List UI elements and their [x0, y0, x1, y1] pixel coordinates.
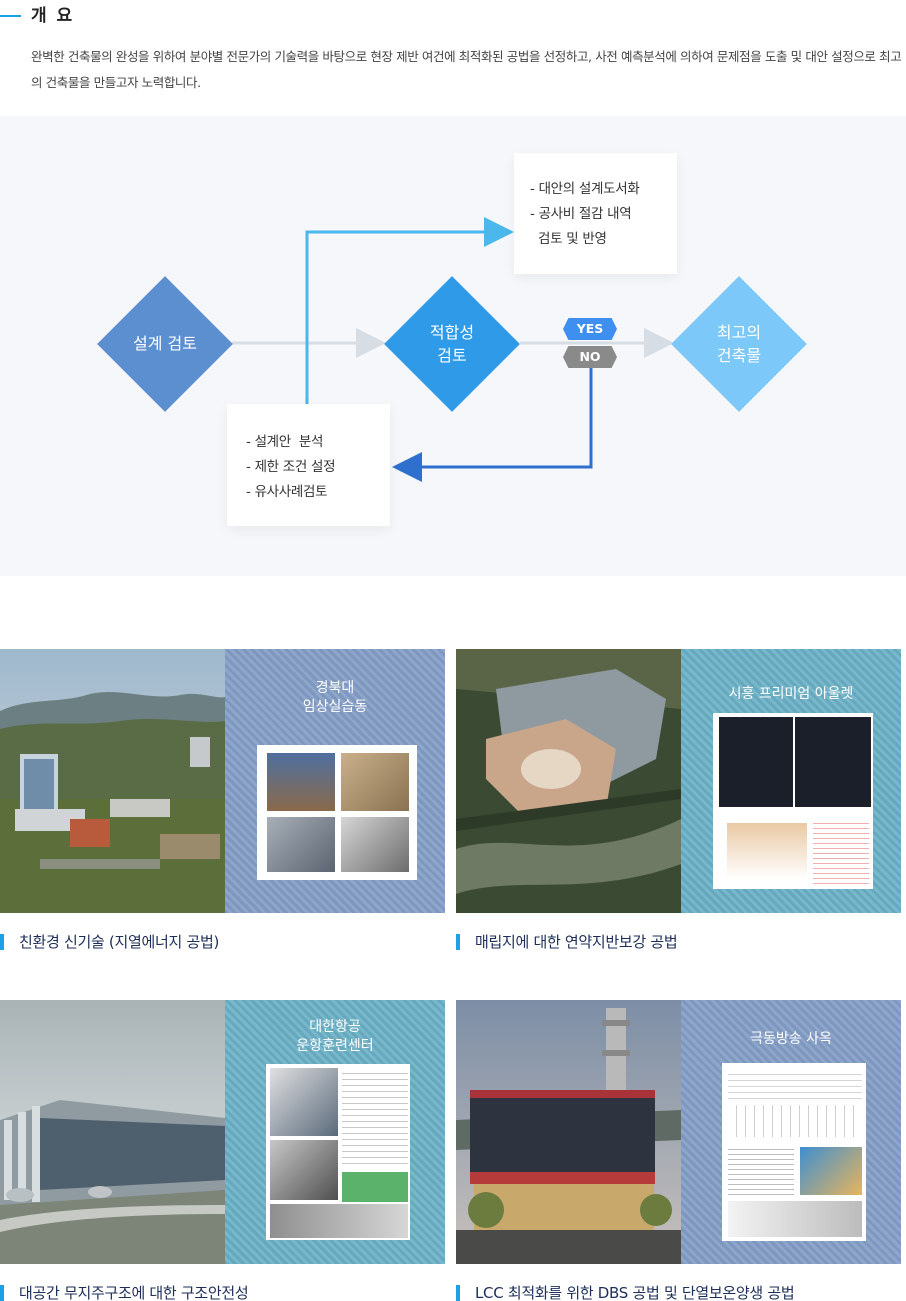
- best-building-label: 최고의 건축물: [669, 321, 809, 367]
- 3d-model-1: [270, 1068, 338, 1136]
- review-document: [342, 1068, 408, 1168]
- process-flow-diagram: - 대안의 설계도서화 - 공사비 절감 내역 검토 및 반영 - 설계안 분석…: [0, 116, 906, 576]
- broadcast-building-image: [456, 1000, 681, 1264]
- site-name-line-1: 대한항공: [309, 1019, 361, 1035]
- report-text: [728, 1145, 794, 1195]
- site-photo-3: [267, 817, 335, 872]
- hospital-campus-photo: [0, 649, 225, 913]
- cross-section-diagram: [727, 823, 807, 879]
- overview-header: 개 요: [0, 0, 906, 30]
- alternatives-box: - 대안의 설계도서화 - 공사비 절감 내역 검토 및 반영: [514, 153, 677, 274]
- yes-badge: YES: [563, 318, 617, 340]
- interior-photo: [270, 1204, 408, 1238]
- project-site-name: 극동방송 사옥: [681, 1030, 901, 1049]
- method-report-document: [722, 1063, 866, 1241]
- project-card-knu[interactable]: 경북대 임상실습동 친환경 신기술 (지열에너지 공법): [0, 649, 450, 955]
- project-card-siheung[interactable]: 시흥 프리미엄 아울렛 매립지에 대한 연약지반보강 공법: [456, 649, 906, 955]
- alternatives-line-2: - 공사비 절감 내역: [530, 206, 632, 222]
- best-building-line-1: 최고의: [716, 323, 762, 342]
- caption-text: 친환경 신기술 (지열에너지 공법): [19, 933, 220, 951]
- site-name-line-2: 운항훈련센터: [296, 1038, 374, 1054]
- calc-table: [813, 819, 869, 885]
- caption-marker: [456, 1285, 460, 1301]
- structural-analysis-collage: [266, 1064, 410, 1240]
- report-section-2: [728, 1105, 862, 1137]
- caption-marker: [456, 934, 460, 950]
- project-card-korean-air[interactable]: 대한항공 운항훈련센터 대공간 무지주구조에 대한 구조안전성: [0, 1000, 450, 1301]
- hospital-campus-image: [0, 649, 225, 913]
- fitness-review-label: 적합성 검토: [382, 321, 522, 367]
- broadcast-building-photo: [456, 1000, 681, 1264]
- fitness-review-line-2: 검토: [437, 346, 467, 365]
- analysis-line-2: - 제한 조건 설정: [246, 459, 336, 475]
- site-photo-4: [341, 817, 409, 872]
- caption-text: 대공간 무지주구조에 대한 구조안전성: [19, 1284, 249, 1301]
- report-figure: [800, 1147, 862, 1195]
- fitness-review-line-1: 적합성: [429, 323, 475, 342]
- flow-connectors: [232, 217, 674, 482]
- caption-text: 매립지에 대한 연약지반보강 공법: [475, 933, 678, 951]
- section-title: 개 요: [31, 6, 75, 26]
- project-side-panel: 시흥 프리미엄 아울렛: [681, 649, 901, 913]
- project-site-name: 대한항공 운항훈련센터: [225, 1018, 445, 1056]
- best-building-line-2: 건축물: [716, 346, 762, 365]
- connector-no-back: [392, 368, 593, 482]
- report-diagram: [728, 1201, 862, 1237]
- alternatives-line-1: - 대안의 설계도서화: [530, 181, 640, 197]
- caption-text: LCC 최적화를 위한 DBS 공법 및 단열보온양생 공법: [475, 1284, 795, 1301]
- caption-marker: [0, 1285, 4, 1301]
- cad-drawing-1: [719, 717, 793, 807]
- site-photo-2: [341, 753, 409, 811]
- project-card-febc[interactable]: 극동방송 사옥 LCC 최적화를 위한 DBS 공법 및 단열보온양생 공법: [456, 1000, 906, 1301]
- soil-reinforcement-drawing: [713, 713, 873, 889]
- project-side-panel: 경북대 임상실습동: [225, 649, 445, 913]
- cad-drawing-2: [795, 717, 871, 807]
- project-side-panel: 대한항공 운항훈련센터: [225, 1000, 445, 1264]
- analysis-line-1: - 설계안 분석: [246, 434, 324, 450]
- caption-marker: [0, 934, 4, 950]
- analysis-line-3: - 유사사례검토: [246, 484, 328, 500]
- training-center-image: [0, 1000, 225, 1264]
- site-name-line-2: 임상실습동: [302, 699, 368, 715]
- connector-up-to-alternatives: [305, 217, 514, 406]
- spreadsheet-view: [342, 1172, 408, 1202]
- overview-description: 완벽한 건축물의 완성을 위하여 분야별 전문가의 기술력을 바탕으로 현장 제…: [31, 49, 902, 90]
- analysis-box: - 설계안 분석 - 제한 조건 설정 - 유사사례검토: [227, 404, 390, 526]
- no-badge: NO: [563, 346, 617, 368]
- project-site-name: 경북대 임상실습동: [225, 679, 445, 717]
- training-center-photo: [0, 1000, 225, 1264]
- design-review-label: 설계 검토: [133, 334, 197, 353]
- site-name-line-1: 시흥 프리미엄 아울렛: [728, 686, 854, 702]
- site-photo-1: [267, 753, 335, 811]
- project-site-name: 시흥 프리미엄 아울렛: [681, 685, 901, 704]
- title-accent-bar: [0, 15, 21, 17]
- outlet-aerial-photo: [456, 649, 681, 913]
- report-section-1: [728, 1069, 862, 1099]
- site-photo-collage: [257, 745, 417, 880]
- site-name-line-1: 경북대: [315, 680, 355, 696]
- alternatives-line-3: 검토 및 반영: [530, 231, 607, 247]
- project-side-panel: 극동방송 사옥: [681, 1000, 901, 1264]
- site-name-line-1: 극동방송 사옥: [750, 1031, 832, 1047]
- outlet-aerial-image: [456, 649, 681, 913]
- 3d-model-2: [270, 1140, 338, 1200]
